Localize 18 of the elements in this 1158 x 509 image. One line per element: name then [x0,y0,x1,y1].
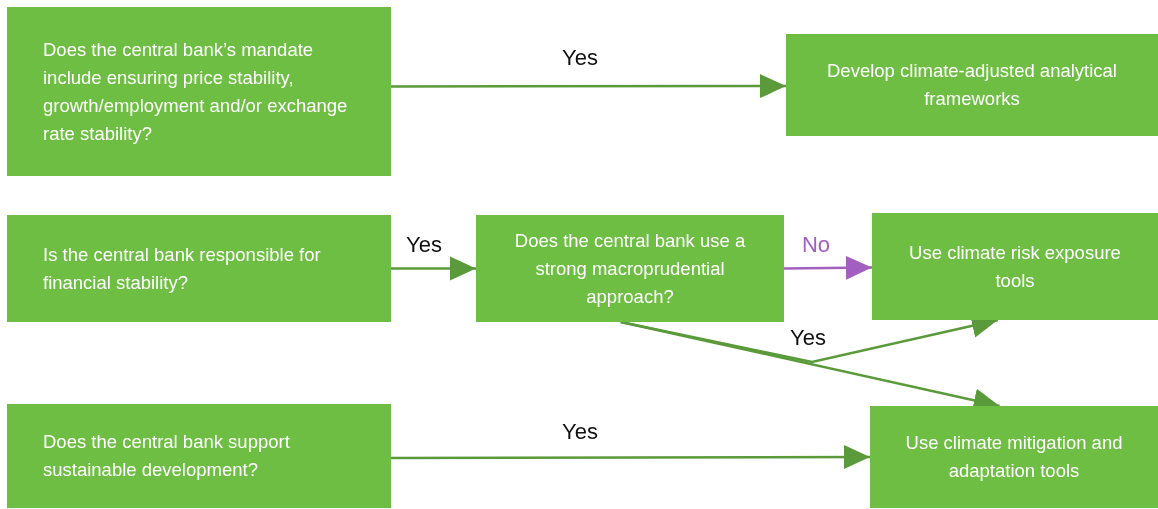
box-text: Develop climate-adjusted analytical frameworks [826,59,1118,111]
process-box [7,404,391,508]
process-box [476,215,784,322]
arrow [784,255,872,280]
arrow [391,74,786,99]
arrow [391,256,476,281]
box-text: Use climate mitigation and adaptation tools [904,431,1124,483]
box-text: Does the central bank use a strong macroprudential approach? [513,228,747,309]
box-text: Does the central bank support sustainable development? [43,430,291,482]
box-text: Use climate risk exposure tools [908,240,1122,293]
arrow [391,445,870,470]
process-box [7,215,391,322]
process-box [7,7,391,176]
box-text: Does the central bank’s mandate include ensuring price stability, growth/employment and/or exchange rate stability? [43,37,349,146]
box-text: Is the central bank responsible for financial stability? [43,242,322,295]
process-box [872,213,1158,320]
process-box [870,406,1158,508]
process-box [786,34,1158,136]
